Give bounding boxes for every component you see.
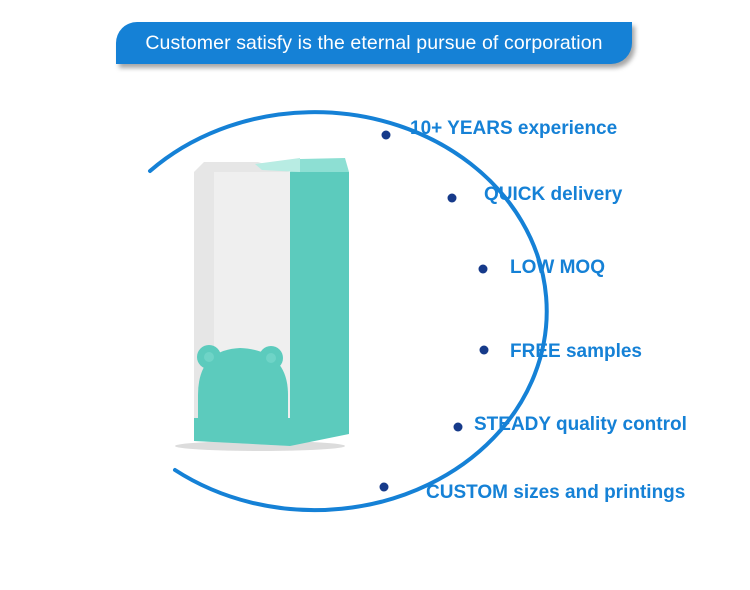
feature-dot	[447, 193, 457, 203]
feature-dot	[479, 345, 489, 355]
feature-custom-sizes: CUSTOM sizes and printings	[426, 482, 686, 503]
product-box-image	[175, 158, 349, 451]
feature-dot	[379, 482, 389, 492]
feature-dot	[381, 130, 391, 140]
feature-dot	[453, 422, 463, 432]
feature-dot	[478, 264, 488, 274]
header-banner: Customer satisfy is the eternal pursue o…	[116, 22, 632, 64]
banner-text: Customer satisfy is the eternal pursue o…	[145, 31, 603, 54]
feature-years-experience: 10+ YEARS experience	[410, 118, 618, 139]
feature-arc	[148, 110, 549, 513]
feature-quick-delivery: QUICK delivery	[484, 184, 623, 205]
feature-low-moq: LOW MOQ	[510, 257, 605, 278]
feature-free-samples: FREE samples	[510, 341, 642, 362]
feature-steady-quality: STEADY quality control	[474, 414, 687, 435]
